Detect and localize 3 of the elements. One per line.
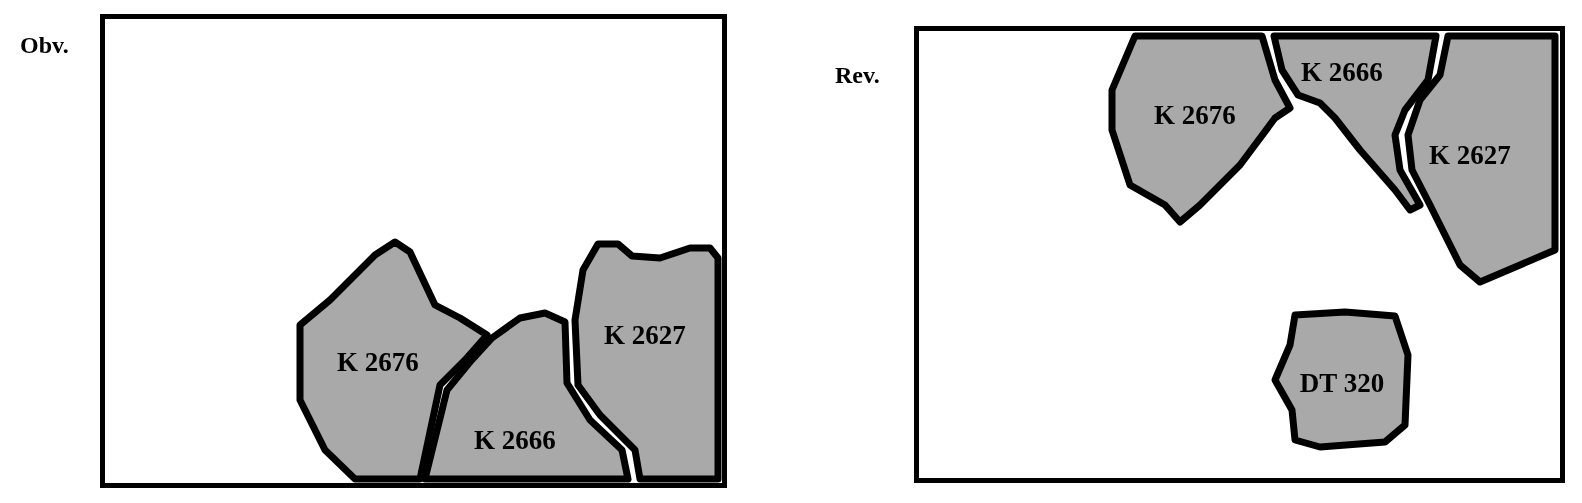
side-heading: Obv. [20,32,69,59]
side-heading: Rev. [835,62,880,89]
fragment-label: DT 320 [1299,367,1385,399]
